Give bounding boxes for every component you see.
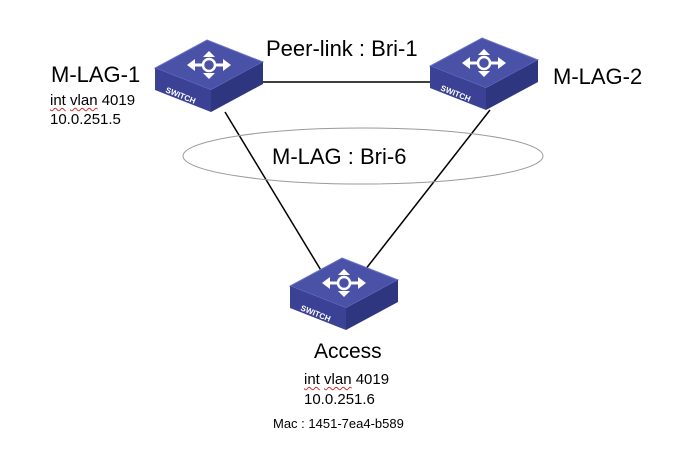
switch-mlag2-icon: SWITCH [428,37,540,110]
mlag1-name: M-LAG-1 [51,62,141,87]
access-vlan-prefix: int [304,371,320,388]
access-ip: 10.0.251.6 [304,391,375,408]
peer-link-label: Peer-link : Bri-1 [266,36,418,61]
mlag1-vlan-prefix: int [50,92,66,109]
access-name: Access [314,340,382,363]
mlag2-to-access-line [364,109,491,271]
mlag1-ip: 10.0.251.5 [50,111,121,128]
mlag1-vlan: int vlan 4019 [50,93,135,108]
mlag1-to-access-line [224,111,323,273]
switch-mlag1-icon: SWITCH [153,39,265,112]
mlag-link-label: M-LAG : Bri-6 [272,144,407,169]
access-vlan-word: vlan [324,371,352,388]
access-mac: Mac : 1451-7ea4-b589 [273,416,404,431]
mlag1-vlan-word: vlan [70,92,98,109]
access-vlan-id: 4019 [355,371,390,388]
switch-access-icon: SWITCH [288,257,400,330]
mlag2-name: M-LAG-2 [553,64,643,89]
mlag1-vlan-id: 4019 [101,92,136,109]
mlag-ellipse [182,127,544,185]
access-vlan: int vlan 4019 [304,372,389,387]
